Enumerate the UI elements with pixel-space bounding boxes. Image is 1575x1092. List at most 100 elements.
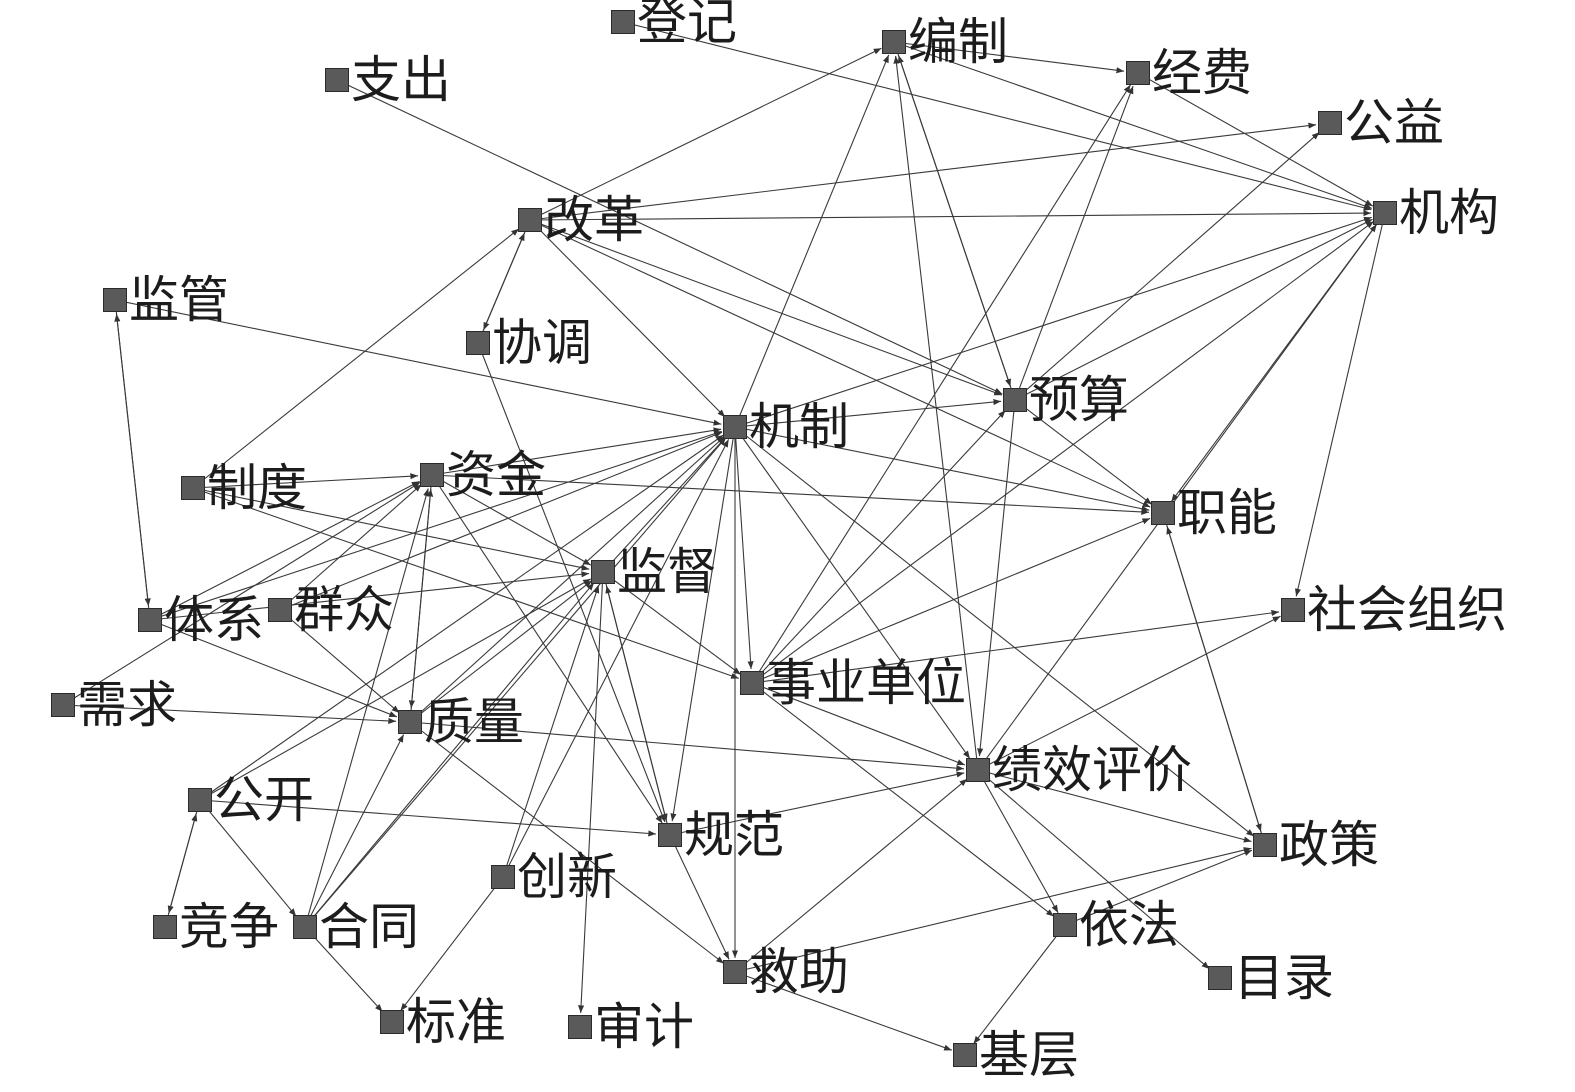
node-marker bbox=[1003, 388, 1027, 412]
node-marker bbox=[51, 693, 75, 717]
edge-arrow bbox=[431, 427, 722, 476]
edge-arrow bbox=[199, 799, 657, 837]
node-label: 改革 bbox=[544, 191, 644, 249]
node-shenji: 审计 bbox=[568, 1002, 694, 1052]
node-marker bbox=[740, 671, 764, 695]
node-marker bbox=[518, 208, 542, 232]
edge-arrow bbox=[670, 426, 736, 822]
edge-arrow bbox=[304, 488, 430, 928]
edge-arrow bbox=[199, 799, 297, 917]
node-label: 基层 bbox=[979, 1026, 1079, 1084]
edge-arrow bbox=[751, 220, 1375, 684]
node-marker bbox=[420, 463, 444, 487]
node-xuqiu: 需求 bbox=[51, 680, 177, 730]
edge-arrow bbox=[529, 219, 726, 418]
edge-arrow bbox=[734, 426, 754, 670]
node-zhidu: 制度 bbox=[181, 463, 307, 513]
node-marker bbox=[398, 710, 422, 734]
node-marker bbox=[723, 960, 747, 984]
edge-arrow bbox=[669, 771, 965, 836]
node-marker bbox=[153, 915, 177, 939]
edge-arrow bbox=[304, 437, 727, 928]
node-gongkai: 公开 bbox=[188, 775, 314, 825]
edge-arrow bbox=[149, 430, 722, 621]
node-label: 质量 bbox=[424, 693, 524, 751]
edge-arrow bbox=[192, 473, 419, 489]
node-label: 登记 bbox=[637, 0, 737, 51]
edge-arrow bbox=[529, 122, 1317, 221]
node-marker bbox=[1208, 966, 1232, 990]
node-label: 制度 bbox=[207, 459, 307, 517]
edge-arrow bbox=[602, 437, 727, 573]
edge-arrow bbox=[114, 299, 722, 426]
node-marker bbox=[138, 608, 162, 632]
edge-arrow bbox=[149, 619, 398, 718]
node-marker bbox=[1373, 201, 1397, 225]
edge-arrow bbox=[1014, 131, 1320, 401]
node-marker bbox=[568, 1015, 592, 1039]
edge-arrow bbox=[734, 426, 1255, 837]
node-label: 审计 bbox=[594, 998, 694, 1056]
node-marker bbox=[491, 865, 515, 889]
node-jigou: 机构 bbox=[1373, 188, 1499, 238]
edge-arrow bbox=[734, 971, 952, 1051]
edge-arrow bbox=[409, 721, 725, 964]
node-zijin: 资金 bbox=[420, 450, 546, 500]
node-gaige: 改革 bbox=[518, 195, 644, 245]
edge-arrow bbox=[431, 474, 1150, 515]
edge-arrow bbox=[734, 778, 968, 973]
edge-arrow bbox=[192, 487, 590, 571]
edge-arrow bbox=[578, 571, 604, 1014]
node-label: 机构 bbox=[1399, 184, 1499, 242]
edge-arrow bbox=[409, 435, 725, 723]
node-hetong: 合同 bbox=[293, 902, 419, 952]
edge-arrow bbox=[977, 399, 1016, 757]
edge-arrow bbox=[279, 609, 400, 714]
edge-arrow bbox=[893, 41, 1125, 74]
edge-arrow bbox=[669, 834, 730, 960]
node-jizhi: 机制 bbox=[723, 402, 849, 452]
edge-arrow bbox=[751, 517, 1151, 684]
node-marker bbox=[591, 560, 615, 584]
node-label: 规范 bbox=[684, 806, 784, 864]
node-label: 资金 bbox=[446, 446, 546, 504]
edge-arrow bbox=[734, 426, 971, 759]
edge-arrow bbox=[751, 84, 1131, 684]
edge-arrow bbox=[1137, 72, 1374, 207]
node-marker bbox=[966, 758, 990, 782]
node-jiuzhu: 救助 bbox=[723, 947, 849, 997]
node-marker bbox=[882, 30, 906, 54]
edge-arrow bbox=[529, 47, 882, 221]
node-mulu: 目录 bbox=[1208, 953, 1334, 1003]
edge-arrow bbox=[279, 431, 723, 611]
node-marker bbox=[1126, 61, 1150, 85]
edge-arrow bbox=[529, 219, 1003, 396]
node-bianzhi: 编制 bbox=[882, 17, 1008, 67]
edge-arrow bbox=[409, 721, 965, 772]
node-label: 合同 bbox=[319, 898, 419, 956]
node-label: 需求 bbox=[77, 676, 177, 734]
node-marker bbox=[1151, 501, 1175, 525]
node-label: 群众 bbox=[294, 581, 394, 639]
node-dengji: 登记 bbox=[611, 0, 737, 47]
edge-arrow bbox=[977, 769, 1252, 843]
node-marker bbox=[181, 476, 205, 500]
node-jixiao-pingjia: 绩效评价 bbox=[966, 745, 1192, 795]
node-label: 标准 bbox=[406, 993, 506, 1051]
node-marker bbox=[466, 331, 490, 355]
node-label: 创新 bbox=[517, 848, 617, 906]
edge-arrow bbox=[734, 54, 890, 428]
edge-arrow bbox=[977, 769, 1059, 914]
edge-arrow bbox=[893, 41, 1012, 387]
node-jiceng: 基层 bbox=[953, 1030, 1079, 1080]
edge-arrow bbox=[973, 924, 1066, 1045]
node-marker bbox=[1053, 913, 1077, 937]
edge-arrow bbox=[62, 481, 421, 706]
edge-arrow bbox=[977, 223, 1378, 771]
node-jiandu: 监督 bbox=[591, 547, 717, 597]
node-marker bbox=[611, 10, 635, 34]
node-label: 救助 bbox=[749, 943, 849, 1001]
node-marker bbox=[1253, 833, 1277, 857]
edge-arrow bbox=[164, 813, 198, 928]
